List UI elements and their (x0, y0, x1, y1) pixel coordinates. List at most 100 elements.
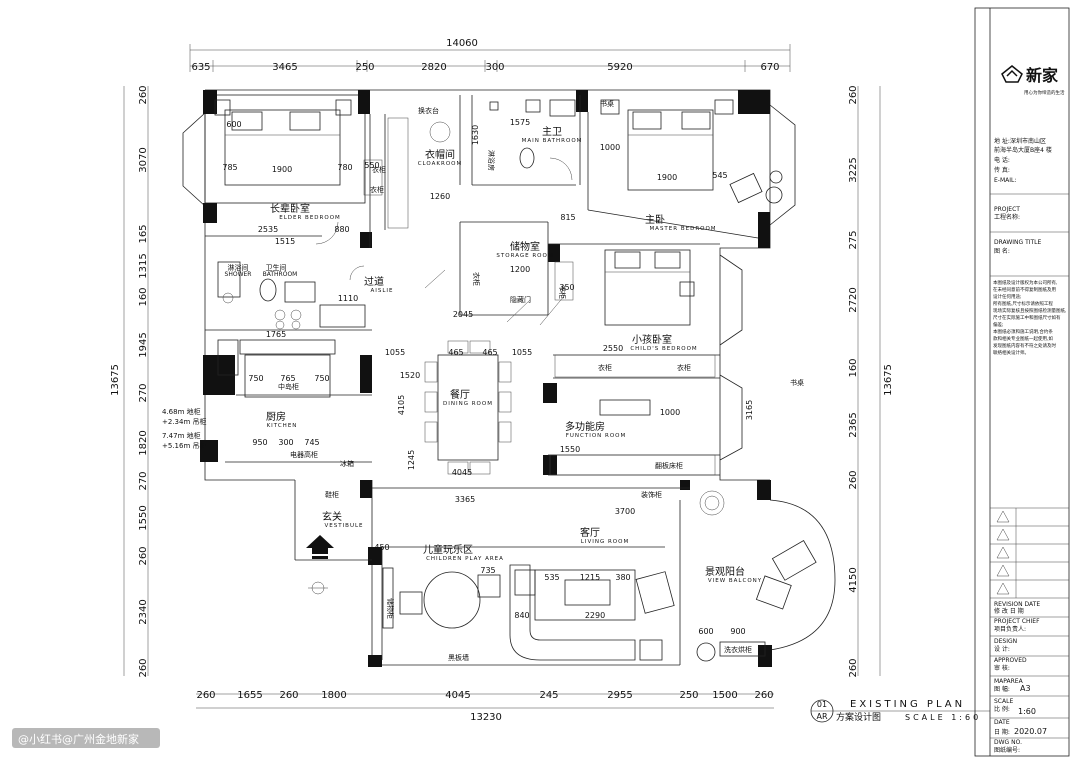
room-storage-en: STORAGE ROOM (496, 253, 553, 259)
label-wardrobe-3: 衣柜 (598, 363, 612, 372)
dim-total-bottom: 13230 (470, 712, 502, 723)
label-desk-2: 书桌 (790, 378, 804, 387)
inner-dim-37: 750 (314, 374, 329, 383)
tb-scale-val: 1:60 (1018, 707, 1036, 716)
function-desk (599, 399, 651, 416)
room-aisle-cn: 过道 (364, 275, 384, 288)
tb-design-cn: 设 计: (994, 645, 1010, 653)
inner-dim-9: 1520 (400, 371, 420, 380)
tb-note-7: 偏差; (993, 321, 1004, 328)
label-blackboard-wall: 黑板墙 (448, 653, 469, 662)
inner-dim-35: 765 (280, 374, 295, 383)
inner-dim-42: 600 (698, 627, 713, 636)
furniture-labels: 衣柜 衣柜 衣柜 衣柜 衣柜 换衣台 淋浴房 隐藏门 书桌 鞋柜 装饰柜 翻板床… (278, 99, 804, 662)
inner-dim-38: 735 (480, 566, 495, 575)
title-block: 新家 用心为你缔造的生活 地 址: 深圳市南山区 前海半岛大厦B座4 楼 电 话… (974, 7, 1070, 757)
dim-top-6: 5920 (607, 62, 632, 73)
tb-chief-cn: 项目负责人: (994, 625, 1026, 633)
room-cloak-en: CLOAKROOM (418, 161, 463, 167)
label-hidden-door: 隐藏门 (510, 295, 531, 304)
label-appliance-cabinet: 电器高柜 (290, 450, 318, 459)
inner-dim-36: 750 (248, 374, 263, 383)
dim-top-3: 250 (355, 62, 374, 73)
kitchen-note-2: +2.34m 吊柜 (162, 417, 207, 426)
inner-dim-49: 3165 (745, 400, 754, 420)
tb-project-en: PROJECT (994, 206, 1020, 213)
inner-dim-31: 1550 (560, 445, 580, 454)
room-mainbath-en: MAIN BATHROOM (522, 138, 583, 144)
kitchen-note-1: 4.68m 地柜 (162, 407, 201, 416)
inner-dim-27: 1000 (600, 143, 620, 152)
inner-dim-40: 535 (544, 573, 559, 582)
room-function-cn: 多功能房 (565, 420, 605, 433)
room-elder-cn: 长辈卧室 (270, 202, 310, 215)
dim-bot-6: 245 (539, 690, 558, 701)
dim-right-8: 4150 (848, 567, 859, 592)
dim-right-3: 275 (848, 230, 859, 249)
inner-dim-3: 2045 (453, 310, 473, 319)
inner-dim-34: 1575 (510, 118, 530, 127)
room-play-en: CHILDREN PLAY AREA (426, 556, 504, 562)
dim-left-4: 1315 (138, 253, 149, 278)
plan-title-cn: 方案设计图 (836, 711, 881, 723)
inner-dim-16: 2550 (603, 344, 623, 353)
tb-revision-cn: 修 改 日 期 (994, 607, 1024, 615)
label-wardrobe-1: 衣柜 (372, 165, 386, 174)
living-sofa (509, 564, 675, 661)
tb-address-label: 地 址: (994, 137, 1010, 145)
room-aisle-en: AISLIE (370, 288, 393, 294)
dim-total-right: 13675 (883, 364, 894, 396)
inner-dimensions: 1900 1900 2045 3365 4045 3700 2290 1215 … (222, 118, 754, 636)
tb-note-1: 本图纸及设计版权为本公司所有, (993, 279, 1057, 286)
dim-top-1: 635 (191, 62, 210, 73)
elder-bed (214, 99, 352, 186)
dim-bot-2: 1655 (237, 690, 262, 701)
dim-left-3: 165 (138, 224, 149, 243)
label-changing-table: 换衣台 (418, 106, 439, 115)
inner-dim-17: 2535 (258, 225, 278, 234)
dim-right-1: 260 (848, 85, 859, 104)
inner-dim-5: 4045 (452, 468, 472, 477)
dim-right-9: 260 (848, 658, 859, 677)
label-wardrobe-4: 衣柜 (677, 363, 691, 372)
tb-date-cn: 日 期: (994, 728, 1010, 736)
room-shower-en: SHOWER (225, 271, 252, 278)
inner-dim-11: 1055 (512, 348, 532, 357)
inner-dim-29: 745 (304, 438, 319, 447)
dim-left-8: 1820 (138, 430, 149, 455)
tb-note-2: 在未经同意前不得复制图纸及用 (993, 286, 1056, 293)
label-wardrobe-2: 衣柜 (370, 185, 384, 194)
inner-dim-14: 4105 (397, 395, 406, 415)
tb-email: E-MAIL: (994, 177, 1016, 184)
dim-top-7: 670 (760, 62, 779, 73)
tb-note-10: 发现图纸内容有不符之处请及时 (993, 342, 1056, 349)
plant (699, 490, 725, 516)
room-living-en: LIVING ROOM (581, 539, 629, 545)
room-shower-cn: 淋浴间 (228, 263, 249, 272)
top-dimensions: 14060 635 3465 250 2820 300 5920 670 (189, 38, 791, 73)
dim-top-5: 300 (485, 62, 504, 73)
room-master-cn: 主卧 (645, 213, 665, 226)
room-play-cn: 儿童玩乐区 (423, 543, 473, 556)
kitchen-note: 4.68m 地柜 +2.34m 吊柜 7.47m 地柜 +5.16m 吊柜 (162, 407, 207, 450)
dim-bot-10: 260 (754, 690, 773, 701)
inner-dim-2: 1900 (657, 173, 677, 182)
dining-table (424, 340, 512, 475)
inner-dim-1: 1900 (272, 165, 292, 174)
dim-bot-1: 260 (196, 690, 215, 701)
label-washer: 洗衣烘柜 (724, 645, 752, 654)
dim-left-2: 3070 (138, 147, 149, 172)
inner-dim-28: 950 (252, 438, 267, 447)
dim-left-7: 270 (138, 383, 149, 402)
inner-dim-26: 1200 (510, 265, 530, 274)
inner-dim-4: 3365 (455, 495, 475, 504)
room-kitchen-cn: 厨房 (266, 410, 286, 423)
inner-dim-15: 1245 (407, 450, 416, 470)
room-child-cn: 小孩卧室 (632, 333, 672, 346)
inner-dim-48: 350 (559, 283, 574, 292)
dim-right-5: 160 (848, 358, 859, 377)
dim-right-2: 3225 (848, 157, 859, 182)
tb-scale-cn: 比 例: (994, 705, 1010, 713)
dim-total-left: 13675 (110, 364, 121, 396)
room-bath-cn: 卫生间 (266, 263, 287, 272)
